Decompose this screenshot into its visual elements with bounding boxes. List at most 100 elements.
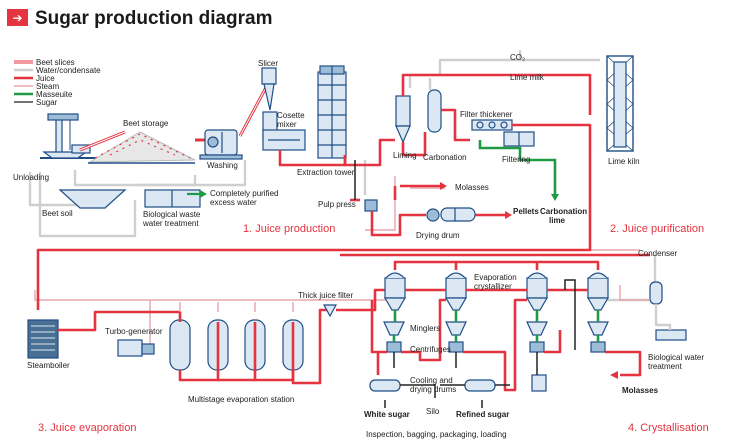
juice-main-pipe [36, 160, 592, 310]
juice-pipe [343, 138, 395, 167]
molasses-out-arrow-icon [610, 371, 618, 379]
thick-juice-filter [322, 288, 385, 318]
label-drying-drum: Drying drum [416, 231, 460, 240]
crystallizers [383, 272, 610, 311]
juice-pipe [178, 322, 220, 382]
label-lime-kiln: Lime kiln [608, 157, 640, 166]
centrifuge-2 [448, 341, 464, 353]
label-cosette-1: Cosette [277, 111, 305, 120]
label-multistage: Multistage evaporation station [188, 395, 294, 404]
bio-water-tank [655, 329, 687, 341]
juice-pipe [58, 310, 182, 332]
label-carbonation-lime-2: lime [549, 216, 566, 225]
label-bio-waste-1: Biological waste [143, 210, 201, 219]
juice-pipe [401, 73, 592, 115]
juice-pipe [463, 298, 527, 392]
section-juice-evaporation: 3. Juice evaporation [38, 422, 136, 434]
label-refined-sugar: Refined sugar [456, 410, 509, 419]
filter-disc [500, 121, 508, 129]
crystallizer-dome [527, 272, 547, 279]
legend: Beet slices Water/condensate Juice Steam… [14, 58, 101, 107]
legend-steam: Steam [36, 82, 59, 91]
label-washing: Washing [207, 161, 238, 170]
sugar-pipe [384, 400, 483, 408]
boiler-tubes [31, 325, 55, 351]
juice-pipe [370, 211, 426, 237]
crystallizer-4 [586, 272, 610, 311]
crystallisation-pipes [370, 260, 672, 408]
steam-pipe [619, 285, 650, 301]
drying-drum-body [440, 207, 476, 222]
legend-juice: Juice [36, 74, 55, 83]
crystallizer-1 [383, 272, 407, 311]
label-purified-2: excess water [210, 198, 257, 207]
label-turbo-generator: Turbo-generator [105, 327, 163, 336]
label-cosette-2: mixer [277, 120, 297, 129]
thick-juice-filter-body [322, 304, 338, 318]
liming-tank [395, 95, 411, 127]
purified-water-arrow-icon [200, 190, 207, 198]
carbonation-unit [427, 89, 442, 133]
crystallizer-2 [444, 272, 468, 311]
label-unloading: Unloading [13, 173, 49, 182]
drying-drum-fan [426, 208, 440, 222]
label-co2: CO₂ [510, 53, 525, 62]
water-pipe [140, 160, 247, 187]
filter-disc [476, 121, 484, 129]
labels: Beet storage Unloading Washing Beet soil… [13, 53, 704, 439]
page-title: Sugar production diagram [35, 8, 273, 29]
section-crystallisation: 4. Crystallisation [628, 422, 709, 434]
sugar-pipe [393, 352, 538, 375]
unloading-crane [40, 113, 100, 159]
beet-storage [88, 131, 196, 164]
lime-kiln-shaft [613, 61, 627, 148]
crystallizer-body [384, 277, 406, 299]
turbo-generator [117, 339, 155, 357]
juice-pipe [336, 288, 385, 312]
sugar-pipe [400, 384, 510, 398]
juice-pipe [291, 308, 330, 385]
label-extraction-tower: Extraction tower [297, 168, 355, 177]
extraction-tower [317, 65, 347, 159]
label-carbonation: Carbonation [423, 153, 467, 162]
liming-cone [395, 125, 411, 144]
label-condenser: Condenser [638, 249, 677, 258]
cooling-drum-left [369, 379, 401, 392]
drying-drum [426, 207, 476, 222]
label-inspection: Inspection, bagging, packaging, loading [366, 430, 507, 439]
label-centrifuges: Centrifuges [410, 345, 451, 354]
label-bio-water-1: Biological water [648, 353, 704, 362]
washing-wheel [207, 136, 219, 148]
label-thick-juice-filter: Thick juice filter [298, 291, 353, 300]
label-bio-water-2: treatment [648, 362, 683, 371]
minglers [383, 321, 609, 336]
centrifuge-1 [386, 341, 402, 353]
cooling-drums [369, 374, 547, 392]
filtering-unit [503, 131, 535, 147]
slicer-unit [261, 67, 278, 141]
masseuite-pipe [393, 310, 600, 322]
centrifuge-4 [590, 341, 606, 353]
crystallizer-dome [385, 272, 405, 279]
crystallizer-body [526, 277, 548, 299]
molasses-arrow-icon [440, 182, 447, 190]
juice-pipe [441, 108, 470, 142]
mingler-1 [383, 321, 405, 336]
carbonation-tank [427, 89, 442, 133]
section-juice-production: 1. Juice production [243, 223, 335, 235]
settling-tank [58, 189, 127, 209]
label-white-sugar: White sugar [364, 410, 410, 419]
label-pellets: Pellets [513, 207, 539, 216]
label-filter-thickener: Filter thickener [460, 110, 513, 119]
cooling-drum-right [464, 379, 496, 392]
header-arrow-box [7, 9, 28, 26]
sugar-bin [531, 374, 547, 392]
crystallizer-cone [586, 297, 610, 311]
label-minglers: Minglers [410, 324, 440, 333]
label-molasses-in: Molasses [455, 183, 489, 192]
section-titles: 1. Juice production 2. Juice purificatio… [38, 223, 709, 434]
mingler-2 [445, 321, 467, 336]
slicer-cone [263, 83, 275, 111]
juice-pipe [544, 330, 642, 377]
label-purified-1: Completely purified [210, 189, 278, 198]
